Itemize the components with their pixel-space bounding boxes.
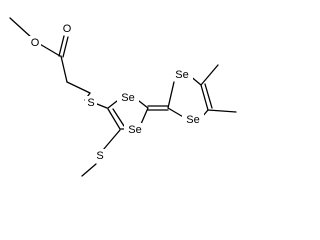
bond-chain-1 [60, 55, 68, 83]
bond-carbonyl-double-a [58, 35, 65, 57]
atom-label-oxygen-ether: O [31, 37, 40, 49]
atom-label-selenium-ring1-top: Se [121, 92, 134, 104]
bond-ring2-methyl-top [200, 64, 219, 86]
atom-selenium-ring1-top: Se [117, 91, 139, 104]
bond-ring2-c-se-top [167, 81, 175, 109]
bond-chain-2 [66, 81, 91, 94]
atom-label-sulfur-methylthio: S [96, 150, 103, 162]
bond-oxygen-carbonyl-carbon [37, 42, 61, 57]
bond-sulfur-to-ring [96, 103, 108, 109]
atom-label-selenium-ring1-bottom: Se [128, 124, 141, 136]
bond-ring1-se-top-c [138, 100, 149, 109]
bond-ring2-cc-double-b [204, 83, 213, 109]
atom-selenium-ring2-bottom: Se [182, 113, 204, 126]
atom-label-selenium-ring2-bottom: Se [186, 114, 199, 126]
bond-ring1-c-se-bottom [140, 107, 149, 125]
bond-ring1-c-se-top [107, 100, 118, 109]
atom-label-selenium-ring2-top: Se [175, 69, 188, 81]
atom-label-oxygen-carbonyl: O [63, 23, 72, 35]
atom-sulfur-methylthio: S [94, 149, 106, 162]
atom-oxygen-carbonyl: O [61, 22, 73, 35]
bond-methyl-oxygen [9, 17, 33, 39]
bond-ring-to-methylthio-sulfur [102, 129, 121, 151]
atom-label-layer: O O S S Se Se Se Se [29, 22, 204, 162]
atom-oxygen-ether: O [29, 36, 41, 49]
atom-selenium-ring1-bottom: Se [124, 123, 146, 136]
bond-ring1-cc-double-b [112, 108, 125, 127]
bond-methylthio-methyl [81, 163, 97, 177]
bond-ring2-cc-double-a [200, 84, 209, 111]
bond-ring2-methyl-bottom [207, 109, 237, 113]
atom-selenium-ring2-top: Se [171, 68, 193, 81]
molecule-structure-diagram: O O S S Se Se Se Se [9, 17, 237, 177]
atom-label-sulfur-thioether: S [87, 97, 94, 109]
bond-carbonyl-double-b [62, 36, 69, 58]
bond-ring1-cc-double-a [107, 108, 121, 130]
atom-sulfur-thioether: S [85, 96, 97, 109]
